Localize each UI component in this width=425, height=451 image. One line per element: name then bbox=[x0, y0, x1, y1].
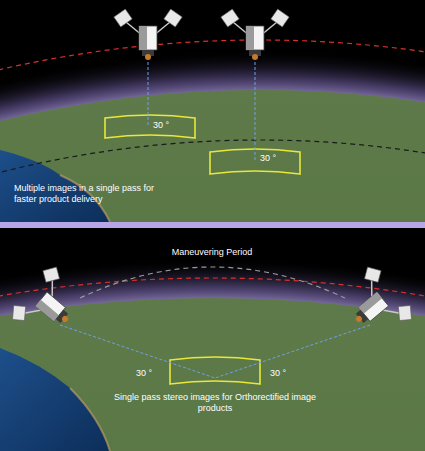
angle-label: 30 ° bbox=[153, 120, 169, 131]
caption-note: Single pass stereo images for Orthorecti… bbox=[110, 392, 320, 414]
caption-note: Multiple images in a single pass for fas… bbox=[14, 183, 174, 205]
angle-label: 30 ° bbox=[136, 368, 152, 379]
bottom-panel bbox=[0, 228, 425, 451]
caption-note: Maneuvering Period bbox=[112, 247, 312, 258]
angle-label: 30 ° bbox=[270, 368, 286, 379]
angle-label: 30 ° bbox=[260, 153, 276, 164]
